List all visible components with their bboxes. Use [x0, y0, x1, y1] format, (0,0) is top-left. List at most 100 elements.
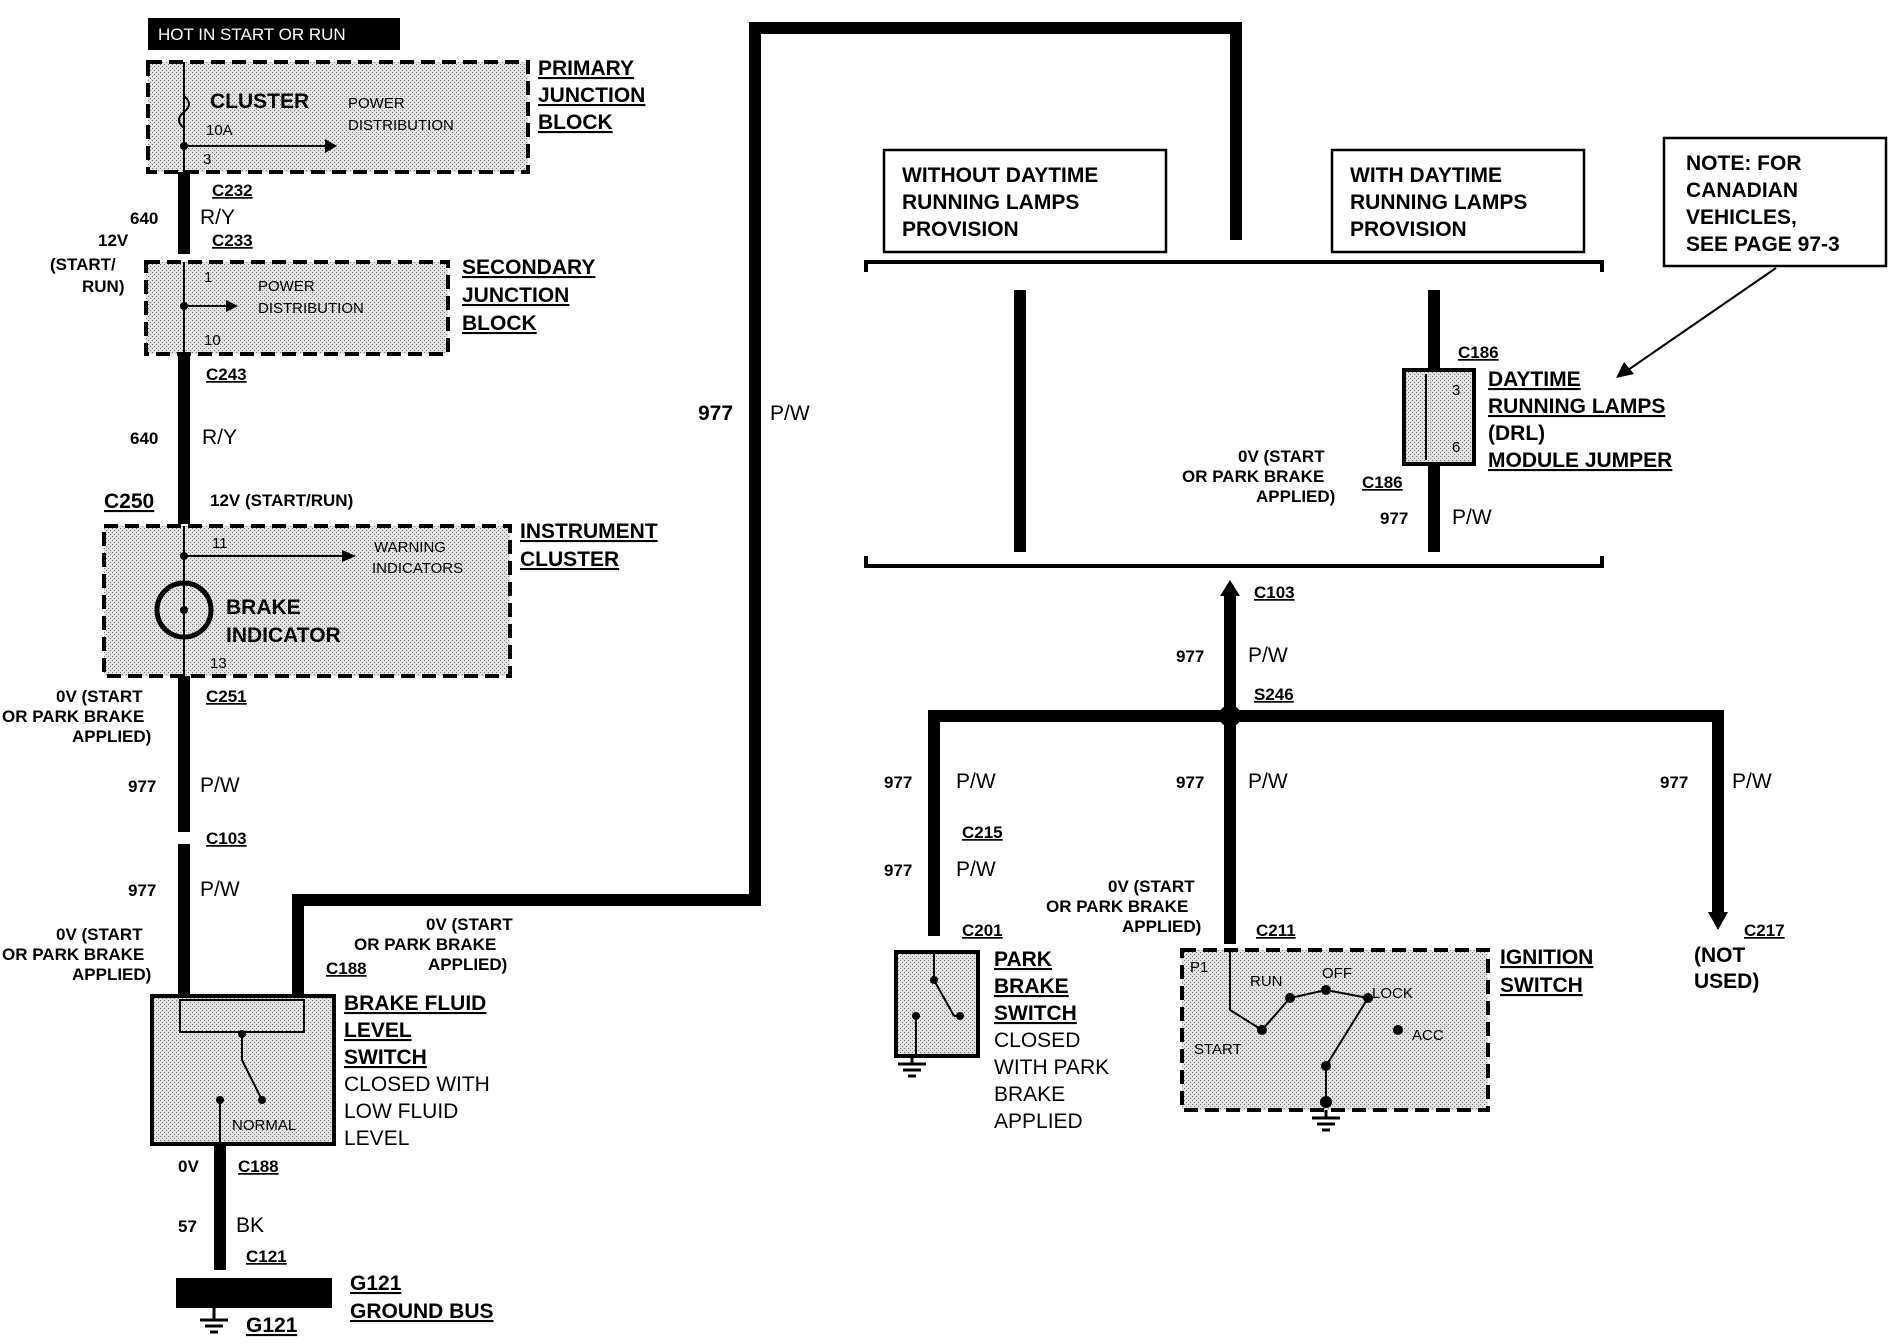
- drl-jumper-title: RUNNING LAMPS: [1488, 395, 1665, 418]
- note-pointer-arrow: [1627, 267, 1777, 371]
- wire-circuit: 640: [130, 209, 158, 228]
- wire-circuit: 57: [178, 1217, 197, 1236]
- secondary-junction-block-title: SECONDARY: [462, 256, 595, 279]
- wire-color: P/W: [200, 878, 240, 901]
- run-label: RUN: [1250, 973, 1283, 990]
- ignition-switch-title: SWITCH: [1500, 974, 1583, 997]
- voltage-run: RUN): [82, 277, 125, 296]
- ground-bus-label: G121: [246, 1314, 298, 1337]
- voltage-0v: 0V (START: [56, 687, 143, 706]
- not-used-label: (NOT: [1694, 944, 1745, 967]
- voltage-0v: OR PARK BRAKE: [2, 707, 144, 726]
- pin-number: 11: [212, 535, 228, 552]
- connector-c251: C251: [206, 687, 247, 706]
- splice-s246: S246: [1254, 685, 1294, 704]
- secondary-junction-block: 1 10 POWER DISTRIBUTION: [144, 260, 450, 356]
- canadian-note-box: NOTE: FOR CANADIAN VEHICLES, SEE PAGE 97…: [1662, 136, 1888, 268]
- voltage-0v: 0V (START: [1238, 447, 1325, 466]
- wire-color: R/Y: [202, 426, 237, 449]
- connector-c188: C188: [326, 959, 367, 978]
- wire-color: P/W: [1452, 506, 1492, 529]
- off-label: OFF: [1322, 965, 1352, 982]
- normal-label: NORMAL: [232, 1117, 296, 1134]
- wire-circuit: 977: [698, 402, 733, 425]
- connector-c103: C103: [1254, 583, 1295, 602]
- not-used-label: USED): [1694, 970, 1759, 993]
- fuse-rating: 10A: [206, 122, 233, 139]
- ground-icon: [1312, 1110, 1340, 1132]
- connector-c186: C186: [1362, 473, 1403, 492]
- brake-fluid-switch-title: SWITCH: [344, 1046, 427, 1069]
- drl-jumper-title: MODULE JUMPER: [1488, 449, 1672, 472]
- voltage-0v: OR PARK BRAKE: [354, 935, 496, 954]
- lock-label: LOCK: [1372, 985, 1413, 1002]
- connector-c186: C186: [1458, 343, 1499, 362]
- instrument-cluster-title: CLUSTER: [520, 548, 619, 571]
- connector-c121: C121: [246, 1247, 287, 1266]
- voltage-12v-start-run: 12V (START/RUN): [210, 491, 353, 510]
- drl-jumper-title: DAYTIME: [1488, 368, 1581, 391]
- voltage-0v: OR PARK BRAKE: [1182, 467, 1324, 486]
- wire-circuit: 977: [128, 881, 156, 900]
- voltage-start: (START/: [50, 255, 116, 274]
- ground-bus: [176, 1278, 332, 1308]
- wire-circuit: 977: [884, 773, 912, 792]
- brake-fluid-switch-desc: CLOSED WITH: [344, 1073, 490, 1096]
- indicators-label: INDICATORS: [372, 560, 463, 577]
- brake-fluid-switch-desc: LOW FLUID: [344, 1100, 458, 1123]
- voltage-0v: OR PARK BRAKE: [2, 945, 144, 964]
- start-label: START: [1194, 1041, 1242, 1058]
- wire-color: BK: [236, 1214, 264, 1237]
- brake-fluid-switch-title: LEVEL: [344, 1019, 412, 1042]
- wire-circuit: 977: [1660, 773, 1688, 792]
- primary-junction-block-title: PRIMARY: [538, 57, 634, 80]
- pin-number: 1: [204, 269, 212, 286]
- svg-text:WITHOUT DAYTIME: WITHOUT DAYTIME: [902, 164, 1098, 187]
- drl-module-jumper: 3 6: [1402, 368, 1476, 466]
- hot-in-start-or-run-label: HOT IN START OR RUN: [148, 18, 400, 50]
- ground-icon: [898, 1056, 926, 1078]
- voltage-0v: APPLIED): [72, 965, 151, 984]
- instrument-cluster: 11 13 WARNING INDICATORS BRAKE INDICATOR: [102, 524, 512, 678]
- ignition-switch-title: IGNITION: [1500, 946, 1593, 969]
- wire-circuit: 977: [1176, 773, 1204, 792]
- connector-c232: C232: [212, 181, 253, 200]
- connector-c188: C188: [238, 1157, 279, 1176]
- park-brake-switch-title: PARK: [994, 948, 1052, 971]
- primary-junction-block: CLUSTER POWER DISTRIBUTION 10A 3: [146, 60, 530, 174]
- brake-indicator-icon: [154, 580, 214, 640]
- with-drl-provision-box: WITH DAYTIME RUNNING LAMPS PROVISION: [1330, 148, 1586, 254]
- voltage-0v: APPLIED): [72, 727, 151, 746]
- brake-fluid-switch-desc: LEVEL: [344, 1127, 409, 1150]
- park-brake-switch: [894, 950, 980, 1058]
- voltage-0v: 0V (START: [1108, 877, 1195, 896]
- connector-c211: C211: [1256, 921, 1296, 940]
- voltage-0v: OR PARK BRAKE: [1046, 897, 1188, 916]
- park-brake-switch-desc: CLOSED: [994, 1029, 1080, 1052]
- pin-number: 13: [210, 655, 227, 672]
- wire-color: P/W: [956, 770, 996, 793]
- svg-text:NOTE: FOR: NOTE: FOR: [1686, 152, 1802, 175]
- brake-label: BRAKE: [226, 596, 301, 619]
- drl-jumper-title: (DRL): [1488, 422, 1545, 445]
- secondary-junction-block-title: BLOCK: [462, 312, 537, 335]
- brake-fluid-level-switch: NORMAL: [150, 994, 336, 1146]
- wire-circuit: 977: [1176, 647, 1204, 666]
- primary-junction-block-title: BLOCK: [538, 111, 613, 134]
- primary-junction-block-title: JUNCTION: [538, 84, 645, 107]
- wire-color: P/W: [200, 774, 240, 797]
- wire-circuit: 640: [130, 429, 158, 448]
- connector-c201: C201: [962, 921, 1003, 940]
- pin-number: 3: [203, 151, 211, 168]
- voltage-0v: APPLIED): [1256, 487, 1335, 506]
- wire-circuit: 977: [884, 861, 912, 880]
- wire-977-long: [292, 22, 1242, 994]
- top-bracket: [864, 260, 1604, 272]
- p1-label: P1: [1190, 959, 1208, 976]
- power-label: POWER: [348, 95, 405, 112]
- svg-text:WITH DAYTIME: WITH DAYTIME: [1350, 164, 1502, 187]
- park-brake-switch-title: BRAKE: [994, 975, 1069, 998]
- svg-text:HOT IN START OR RUN: HOT IN START OR RUN: [158, 25, 346, 44]
- voltage-0v: APPLIED): [1122, 917, 1201, 936]
- svg-text:SEE PAGE 97-3: SEE PAGE 97-3: [1686, 233, 1840, 256]
